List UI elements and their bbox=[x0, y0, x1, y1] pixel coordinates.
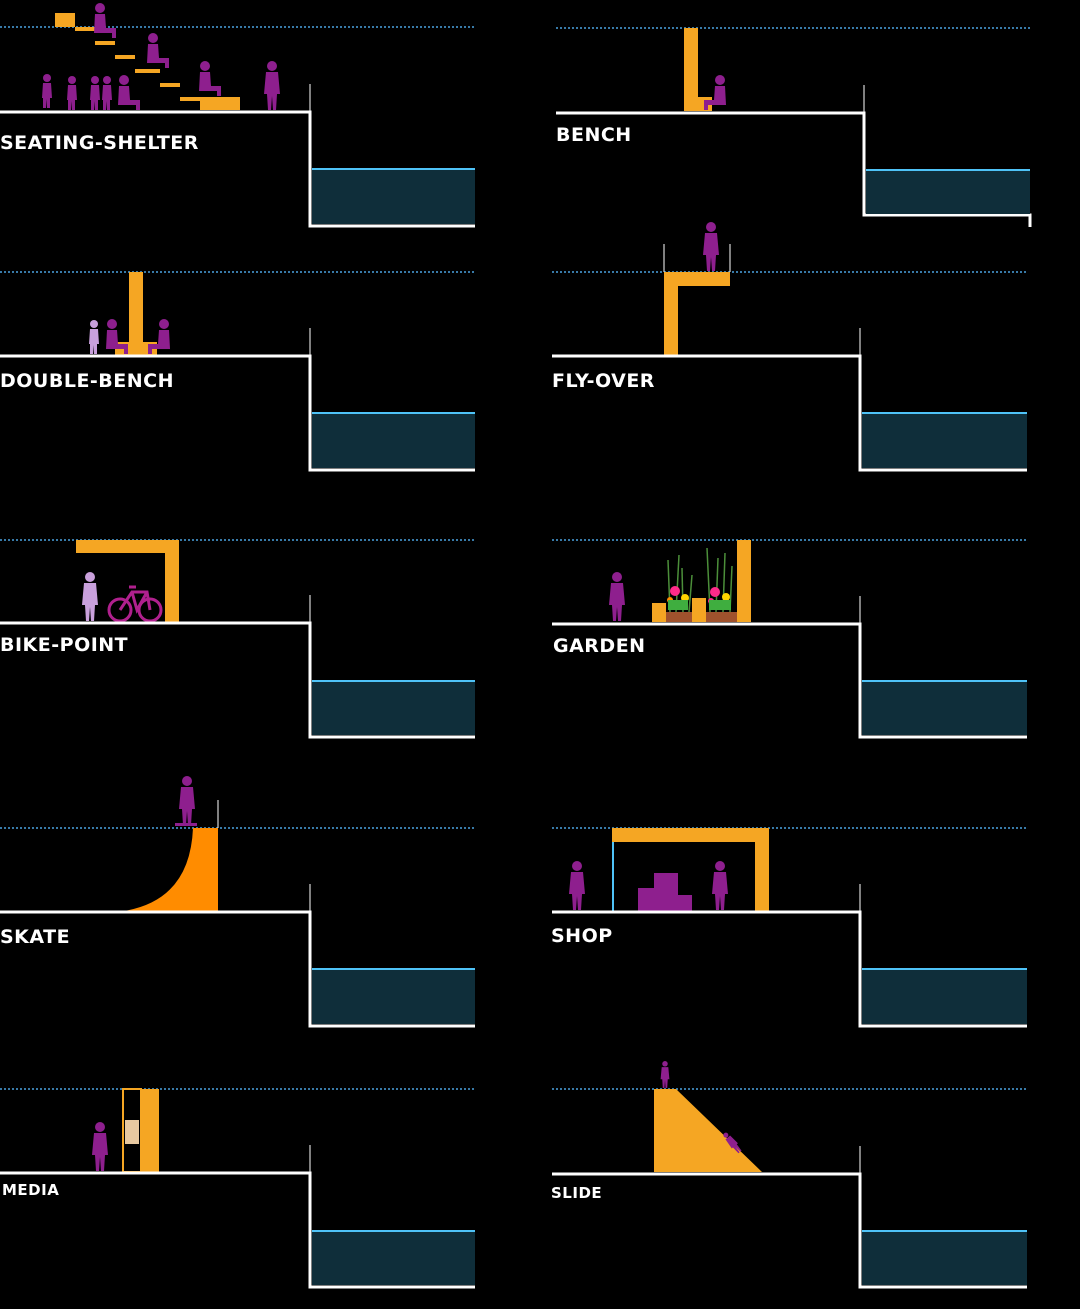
water-body bbox=[862, 1231, 1027, 1285]
panel-garden: GARDEN bbox=[552, 539, 1027, 739]
quay-edge bbox=[552, 622, 1027, 739]
bike-shelter-structure bbox=[76, 540, 179, 622]
shop-goods bbox=[638, 873, 692, 911]
panel-label: SKATE bbox=[0, 926, 70, 948]
stepped-shelter-structure bbox=[35, 13, 240, 110]
planter-box bbox=[706, 612, 737, 622]
water-body bbox=[862, 969, 1027, 1024]
panel-bike-point: BIKE-POINT bbox=[0, 539, 475, 739]
bicycle-icon bbox=[107, 585, 163, 623]
quay-edge bbox=[0, 1171, 475, 1289]
media-column bbox=[141, 1089, 159, 1172]
fly-over-structure bbox=[664, 272, 730, 355]
skater-silhouette bbox=[175, 776, 197, 826]
media-screen bbox=[125, 1120, 139, 1144]
panel-bench: BENCH bbox=[556, 27, 1032, 227]
person-silhouette bbox=[92, 1122, 108, 1171]
garden-step bbox=[652, 603, 666, 622]
water-body bbox=[312, 969, 475, 1024]
panel-label: GARDEN bbox=[553, 635, 646, 657]
quay-edge bbox=[552, 910, 1027, 1028]
bench-structure bbox=[684, 28, 712, 111]
water-body bbox=[312, 413, 475, 468]
panel-media: MEDIA bbox=[0, 1088, 475, 1289]
water-body bbox=[312, 169, 475, 224]
garden-step bbox=[692, 598, 706, 622]
quay-edge bbox=[0, 354, 475, 472]
quay-edge bbox=[0, 621, 475, 739]
flower-icon bbox=[667, 586, 731, 610]
water-body bbox=[862, 681, 1027, 735]
person-silhouette bbox=[82, 572, 98, 621]
panel-label: DOUBLE-BENCH bbox=[0, 370, 174, 392]
panel-skate: SKATE bbox=[0, 776, 475, 1028]
bench-backrest bbox=[129, 272, 143, 355]
panel-label: MEDIA bbox=[2, 1181, 59, 1199]
panel-slide: SLIDE bbox=[551, 1061, 1027, 1289]
panel-double-bench: DOUBLE-BENCH bbox=[0, 271, 475, 472]
child-silhouette bbox=[89, 320, 99, 354]
water-body bbox=[312, 1231, 475, 1285]
water-body bbox=[862, 413, 1027, 468]
panel-fly-over: FLY-OVER bbox=[552, 222, 1027, 472]
panel-shop: SHOP bbox=[551, 827, 1027, 1028]
slide-structure bbox=[654, 1089, 762, 1172]
quay-edge bbox=[556, 111, 1032, 227]
people-silhouettes bbox=[42, 3, 280, 110]
water-body bbox=[312, 681, 475, 735]
panel-label: SHOP bbox=[551, 925, 613, 947]
quay-edge bbox=[0, 110, 475, 228]
person-silhouette bbox=[704, 75, 726, 110]
shop-canopy bbox=[612, 828, 769, 911]
quay-edge bbox=[552, 1172, 1027, 1289]
skate-ramp bbox=[124, 828, 218, 911]
person-silhouette bbox=[609, 572, 625, 621]
planter-box bbox=[666, 612, 692, 622]
quay-edge bbox=[0, 910, 475, 1028]
panel-seating-shelter: SEATING-SHELTER bbox=[0, 3, 475, 228]
panel-label: BENCH bbox=[556, 124, 632, 146]
panel-label: SEATING-SHELTER bbox=[0, 132, 199, 154]
water-body bbox=[866, 170, 1030, 214]
person-silhouette bbox=[703, 222, 719, 271]
panel-label: FLY-OVER bbox=[552, 370, 655, 392]
garden-wall bbox=[737, 540, 751, 622]
panel-label: SLIDE bbox=[551, 1184, 602, 1202]
panel-label: BIKE-POINT bbox=[0, 634, 128, 656]
quay-edge bbox=[552, 354, 1027, 472]
